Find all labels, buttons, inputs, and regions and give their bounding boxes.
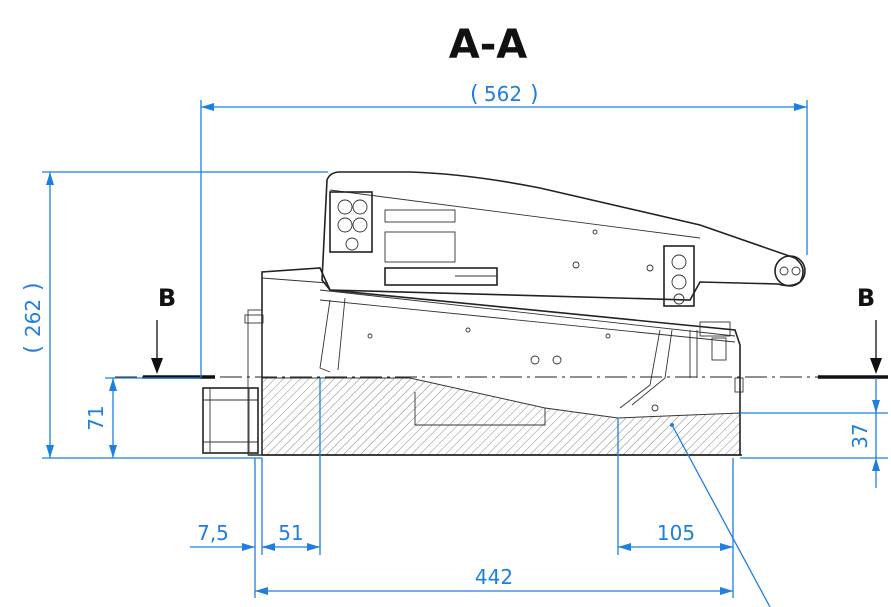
svg-text:): ) <box>530 82 539 107</box>
leader-line <box>671 424 771 607</box>
dimensions: ( 562 ) ( 262 ) 71 37 <box>21 82 888 607</box>
dim-left-offset: 7,5 <box>197 521 229 545</box>
dim-left-gap: 51 <box>278 521 303 545</box>
pivot-roller <box>774 255 806 287</box>
housing-outline <box>261 267 741 456</box>
svg-text:(: ( <box>21 345 46 354</box>
section-label-right: B <box>857 284 875 312</box>
svg-text:): ) <box>21 282 46 291</box>
section-label-left: B <box>158 284 176 312</box>
dim-overall-width: 562 <box>484 82 522 106</box>
dim-right-gap: 105 <box>657 521 695 545</box>
dim-overall-height: 262 <box>21 299 45 337</box>
view-title: A-A <box>449 22 528 68</box>
dim-left-height: 71 <box>84 405 108 430</box>
dim-base-width: 442 <box>475 565 513 589</box>
part-drawing <box>202 171 806 456</box>
dim-right-height: 37 <box>848 423 872 448</box>
recess-outline <box>414 392 546 426</box>
section-line: B B <box>115 284 888 379</box>
hatched-section <box>261 377 741 456</box>
motor-block <box>202 387 259 454</box>
lid-arm <box>321 171 804 301</box>
svg-text:(: ( <box>470 82 479 107</box>
